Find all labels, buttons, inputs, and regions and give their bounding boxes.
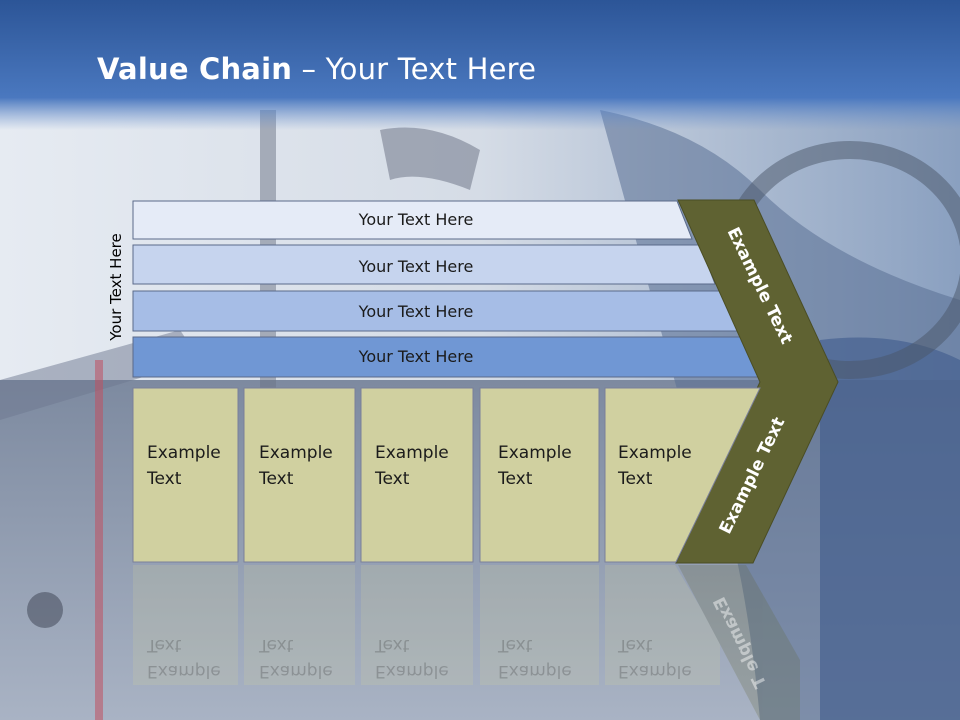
- title-rest: – Your Text Here: [292, 52, 537, 86]
- box-3-text: Example Text: [375, 440, 449, 492]
- box-5-reflection: Example Text: [618, 632, 692, 684]
- activity-box-5[interactable]: [604, 387, 761, 563]
- box-2-reflection-line2: Text: [259, 635, 294, 655]
- box-5-reflection-line1: Example: [618, 661, 692, 681]
- box-5-text: Example Text: [618, 440, 692, 492]
- box-2-text: Example Text: [259, 440, 333, 492]
- activity-box-4[interactable]: [479, 387, 600, 563]
- box-3-reflection-line2: Text: [375, 635, 410, 655]
- activity-box-1[interactable]: [132, 387, 239, 563]
- chevron-arrow[interactable]: [675, 199, 839, 564]
- bar-1-label: Your Text Here: [358, 210, 474, 229]
- box-4-reflection-line1: Example: [498, 661, 572, 681]
- title-bold: Value Chain: [97, 52, 293, 86]
- box-1-line1: Example: [147, 443, 221, 463]
- box-2-reflection: Example Text: [259, 632, 333, 684]
- activity-box-3[interactable]: [360, 387, 474, 563]
- box-5-line2: Text: [618, 469, 653, 489]
- box-3-reflection-line1: Example: [375, 661, 449, 681]
- box-1-text: Example Text: [147, 440, 221, 492]
- box-2-reflection-line1: Example: [259, 661, 333, 681]
- bar-3-label: Your Text Here: [358, 302, 474, 321]
- reflection: [133, 565, 800, 720]
- box-1-line2: Text: [147, 469, 182, 489]
- box-4-line2: Text: [498, 469, 533, 489]
- box-1-reflection: Example Text: [147, 632, 221, 684]
- box-4-reflection: Example Text: [498, 632, 572, 684]
- box-4-reflection-line2: Text: [498, 635, 533, 655]
- box-1-reflection-line2: Text: [147, 635, 182, 655]
- box-1-reflection-line1: Example: [147, 661, 221, 681]
- box-3-reflection: Example Text: [375, 632, 449, 684]
- bar-2[interactable]: [132, 244, 716, 285]
- bar-1[interactable]: [132, 200, 693, 240]
- bar-4-label: Your Text Here: [358, 347, 474, 366]
- box-3-line1: Example: [375, 443, 449, 463]
- box-5-reflection-line2: Text: [618, 635, 653, 655]
- box-4-text: Example Text: [498, 440, 572, 492]
- box-4-line1: Example: [498, 443, 572, 463]
- slide-title: Value Chain – Your Text Here: [97, 52, 536, 86]
- activity-box-2[interactable]: [243, 387, 356, 563]
- box-2-line2: Text: [259, 469, 294, 489]
- bar-2-label: Your Text Here: [358, 257, 474, 276]
- box-3-line2: Text: [375, 469, 410, 489]
- box-2-line1: Example: [259, 443, 333, 463]
- box-5-line1: Example: [618, 443, 692, 463]
